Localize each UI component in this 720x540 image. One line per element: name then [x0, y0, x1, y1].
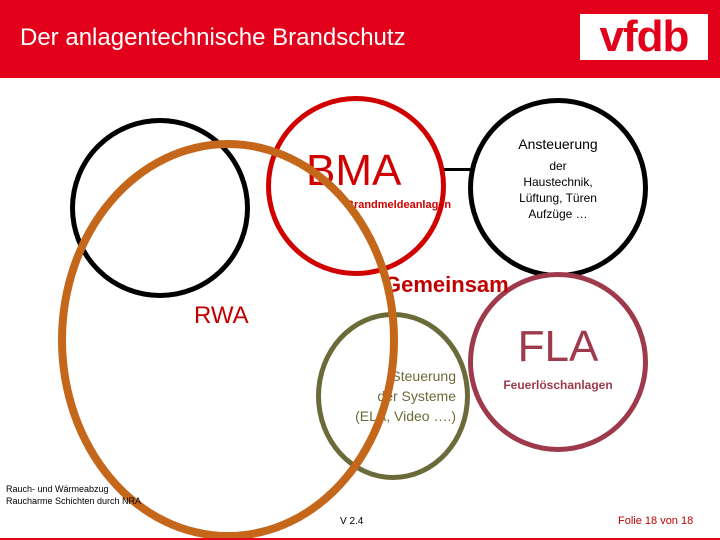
- ansteuerung-lines: der Haustechnik, Lüftung, Türen Aufzüge …: [478, 158, 638, 222]
- connector-line-bma-ansteuerung: [436, 168, 480, 171]
- rwa-label: RWA: [194, 302, 249, 329]
- footer-left-line: Rauch- und Wärmeabzug: [6, 484, 109, 494]
- ansteuerung-line: Lüftung, Türen: [519, 191, 597, 205]
- slide-number: Folie 18 von 18: [618, 515, 694, 527]
- version-label: V 2.4: [340, 516, 364, 527]
- footer-left-text: Rauch- und Wärmeabzug Raucharme Schichte…: [6, 483, 206, 507]
- footer-left-line: Raucharme Schichten durch NRA: [6, 496, 142, 506]
- ansteuerung-line: der: [549, 159, 567, 173]
- fla-label: FLA: [517, 322, 599, 371]
- rwa-circle: [58, 140, 398, 540]
- vfdb-logo: vfdb: [580, 14, 708, 60]
- ansteuerung-circle: [468, 98, 648, 278]
- page-title: Der anlagentechnische Brandschutz: [20, 24, 406, 51]
- ansteuerung-title: Ansteuerung: [518, 136, 598, 152]
- fla-sub-label: Feuerlöschanlagen: [503, 378, 613, 392]
- green-line: Steuerung: [391, 368, 456, 384]
- ansteuerung-line: Aufzüge …: [528, 207, 588, 221]
- fla-circle: [468, 272, 648, 452]
- ansteuerung-line: Haustechnik,: [523, 175, 593, 189]
- header-bar: Der anlagentechnische Brandschutz vfdb: [0, 0, 720, 78]
- green-line: der Systeme: [377, 388, 456, 404]
- gemeinsam-label: Gemeinsam: [384, 272, 509, 297]
- footer-divider: [0, 538, 720, 540]
- bma-sub-label: Brandmeldeanlagen: [346, 199, 452, 211]
